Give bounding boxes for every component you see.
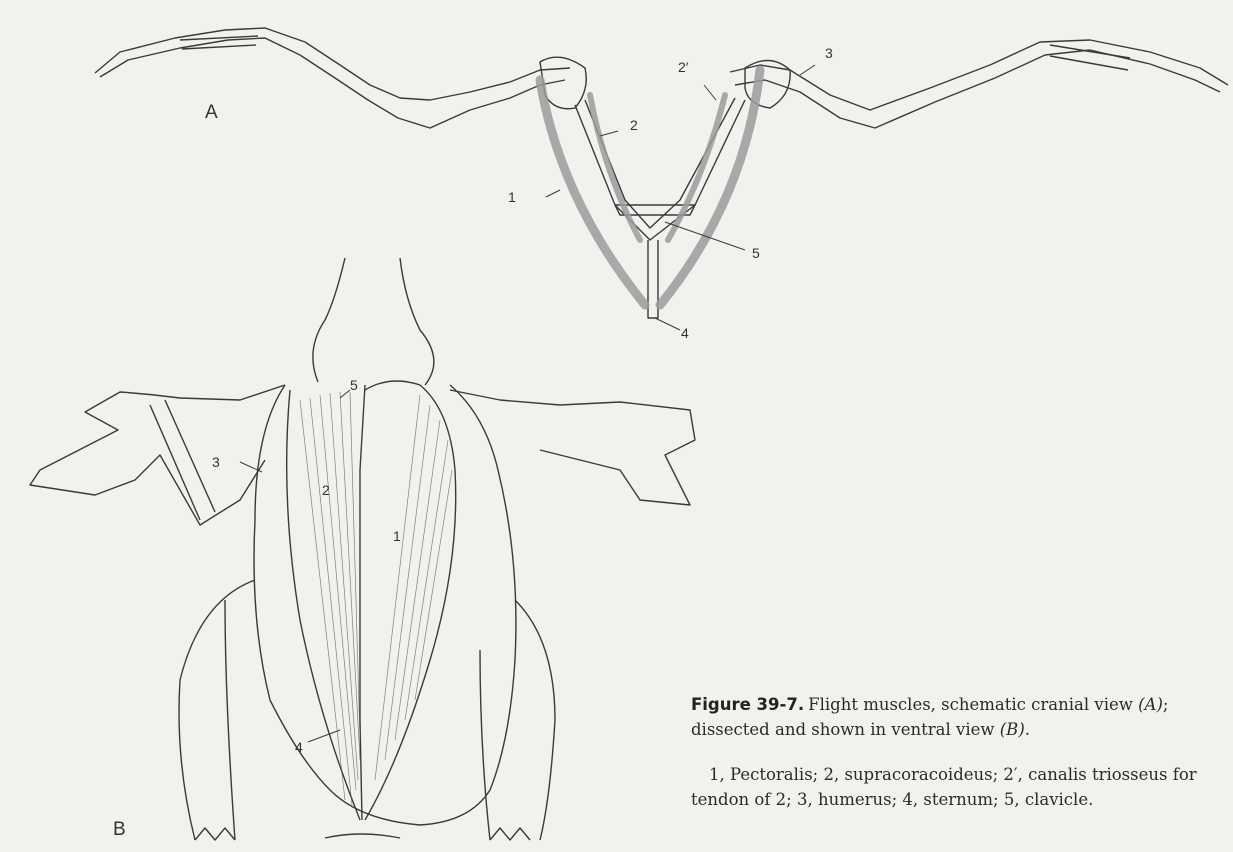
muscle-hatching	[300, 392, 452, 805]
sternum-midline	[360, 385, 365, 820]
caption-text-3: .	[1025, 720, 1030, 739]
label-humerus-a: 3	[825, 45, 833, 61]
label-pectoralis-b: 1	[393, 528, 401, 544]
label-humerus-b: 3	[212, 454, 220, 470]
caption-description: Figure 39-7.Flight muscles, schematic cr…	[691, 692, 1211, 742]
right-leg-outline	[480, 600, 555, 840]
left-leg-outline	[179, 580, 255, 840]
left-wing-outline	[30, 385, 285, 525]
label-sternum-a: 4	[681, 325, 689, 341]
caption-panel-b-ref: (B)	[1000, 720, 1025, 739]
panel-a-muscles	[540, 70, 760, 305]
caption-legend: 1, Pectoralis; 2, supracoracoideus; 2′, …	[691, 762, 1211, 812]
figure-caption: Figure 39-7.Flight muscles, schematic cr…	[691, 692, 1211, 812]
label-supracoracoideus-b: 2	[322, 482, 330, 498]
vent	[325, 834, 400, 838]
figure-number: Figure 39-7.	[691, 695, 804, 714]
caption-panel-a-ref: (A)	[1138, 695, 1163, 714]
right-wing-bones	[730, 40, 1228, 110]
pectoralis-right-band	[660, 70, 760, 305]
right-pectoral-mass	[365, 381, 456, 820]
panel-b-drawing	[30, 258, 695, 840]
right-wing-outline	[450, 390, 695, 505]
label-canalis-triosseus: 2′	[678, 59, 689, 75]
caption-text-1: Flight muscles, schematic cranial view	[808, 695, 1138, 714]
label-sternum-b: 4	[295, 739, 303, 755]
panel-a-drawing	[95, 28, 1228, 318]
panel-a-label: A	[205, 102, 218, 123]
panel-b-label: B	[113, 819, 126, 840]
left-wing-bones	[95, 28, 570, 100]
label-clavicle-b: 5	[350, 377, 358, 393]
label-supracoracoideus-a: 2	[630, 117, 638, 133]
neck-outline	[313, 258, 434, 385]
label-pectoralis-a: 1	[508, 189, 516, 205]
label-clavicle-a: 5	[752, 245, 760, 261]
